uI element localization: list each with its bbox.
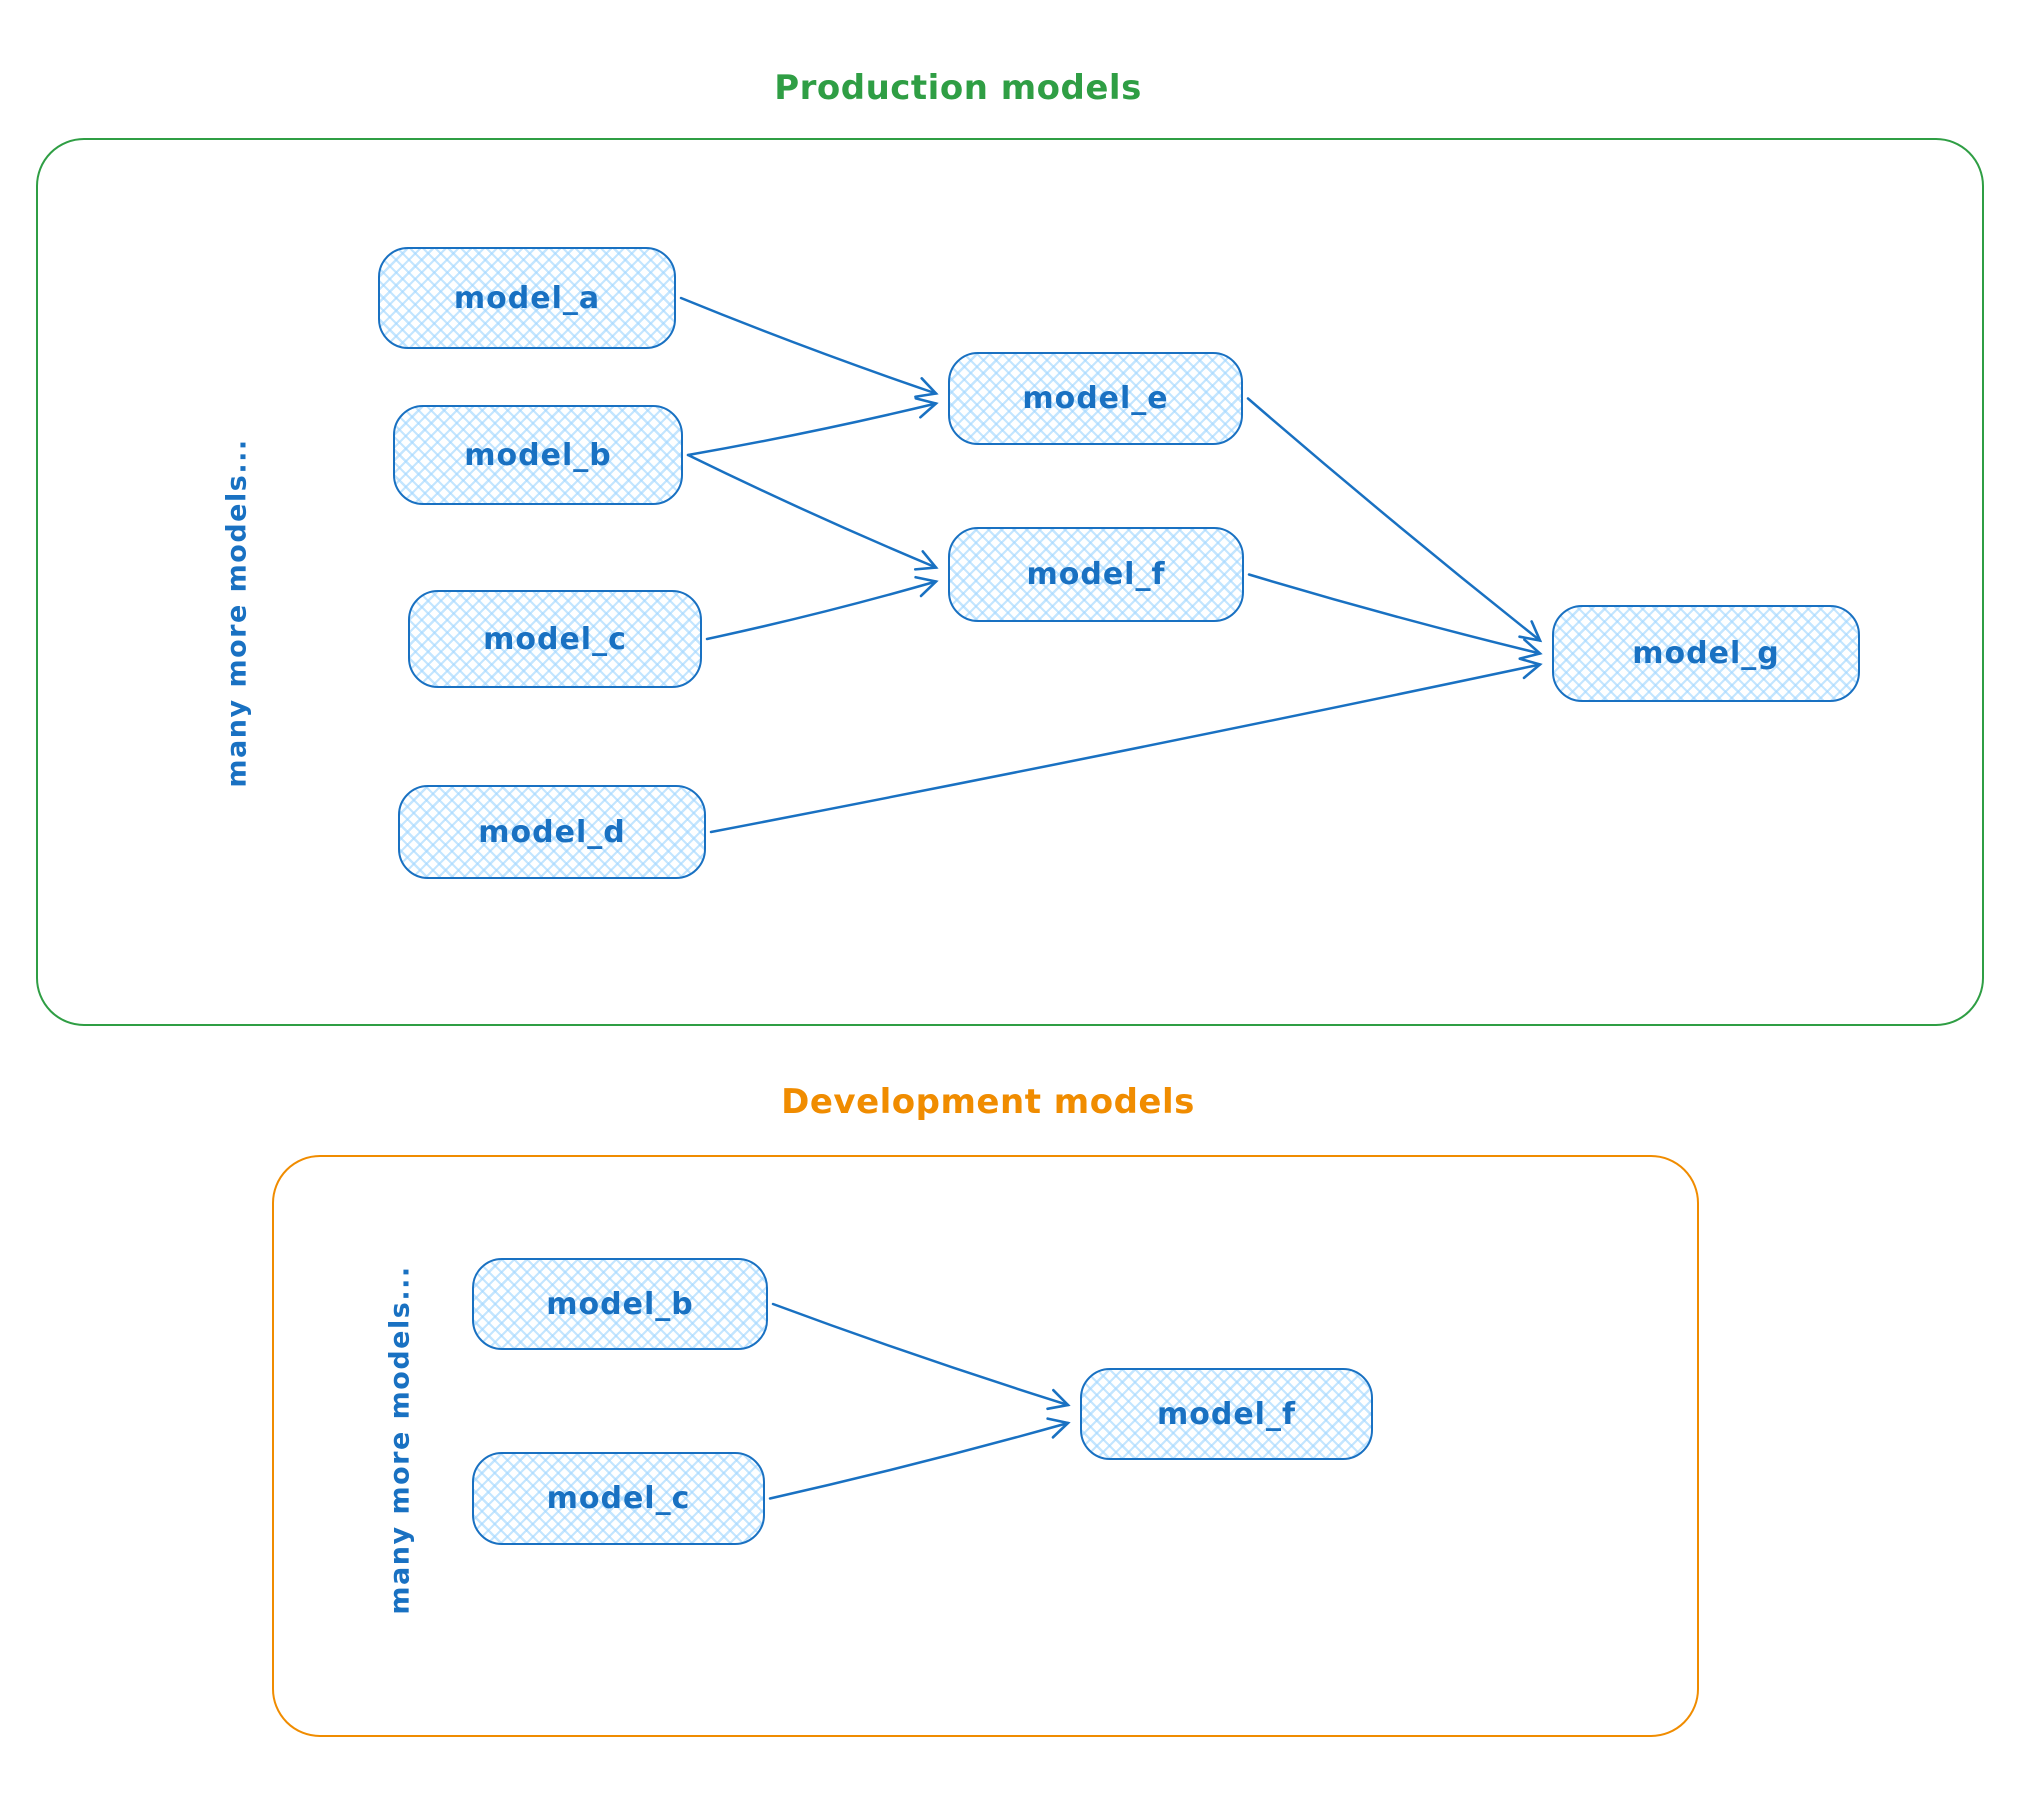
node-production-model_a: model_a xyxy=(378,247,676,349)
node-development-model_f: model_f xyxy=(1080,1368,1373,1460)
production-side-label: many more models... xyxy=(221,438,253,788)
node-production-model_e: model_e xyxy=(948,352,1243,445)
node-label-production-model_f: model_f xyxy=(1026,557,1166,592)
production-section-title: Production models xyxy=(774,68,1142,108)
node-label-production-model_a: model_a xyxy=(453,280,601,316)
node-production-model_d: model_d xyxy=(398,785,706,879)
node-development-model_b: model_b xyxy=(472,1258,768,1350)
node-production-model_g: model_g xyxy=(1552,605,1860,702)
development-section-title: Development models xyxy=(781,1082,1195,1122)
node-label-production-model_d: model_d xyxy=(478,814,626,850)
node-label-production-model_e: model_e xyxy=(1022,381,1169,416)
node-label-production-model_b: model_b xyxy=(464,437,612,473)
node-development-model_c: model_c xyxy=(472,1452,765,1545)
development-container xyxy=(272,1155,1699,1737)
node-production-model_b: model_b xyxy=(393,405,683,505)
node-production-model_f: model_f xyxy=(948,527,1244,622)
node-label-development-model_f: model_f xyxy=(1156,1396,1297,1432)
node-label-production-model_c: model_c xyxy=(483,621,627,657)
development-side-label: many more models... xyxy=(384,1265,416,1615)
node-production-model_c: model_c xyxy=(408,590,702,688)
production-container xyxy=(36,138,1984,1026)
node-label-development-model_b: model_b xyxy=(546,1286,694,1322)
node-label-development-model_c: model_c xyxy=(546,1481,691,1516)
node-label-production-model_g: model_g xyxy=(1632,636,1780,671)
